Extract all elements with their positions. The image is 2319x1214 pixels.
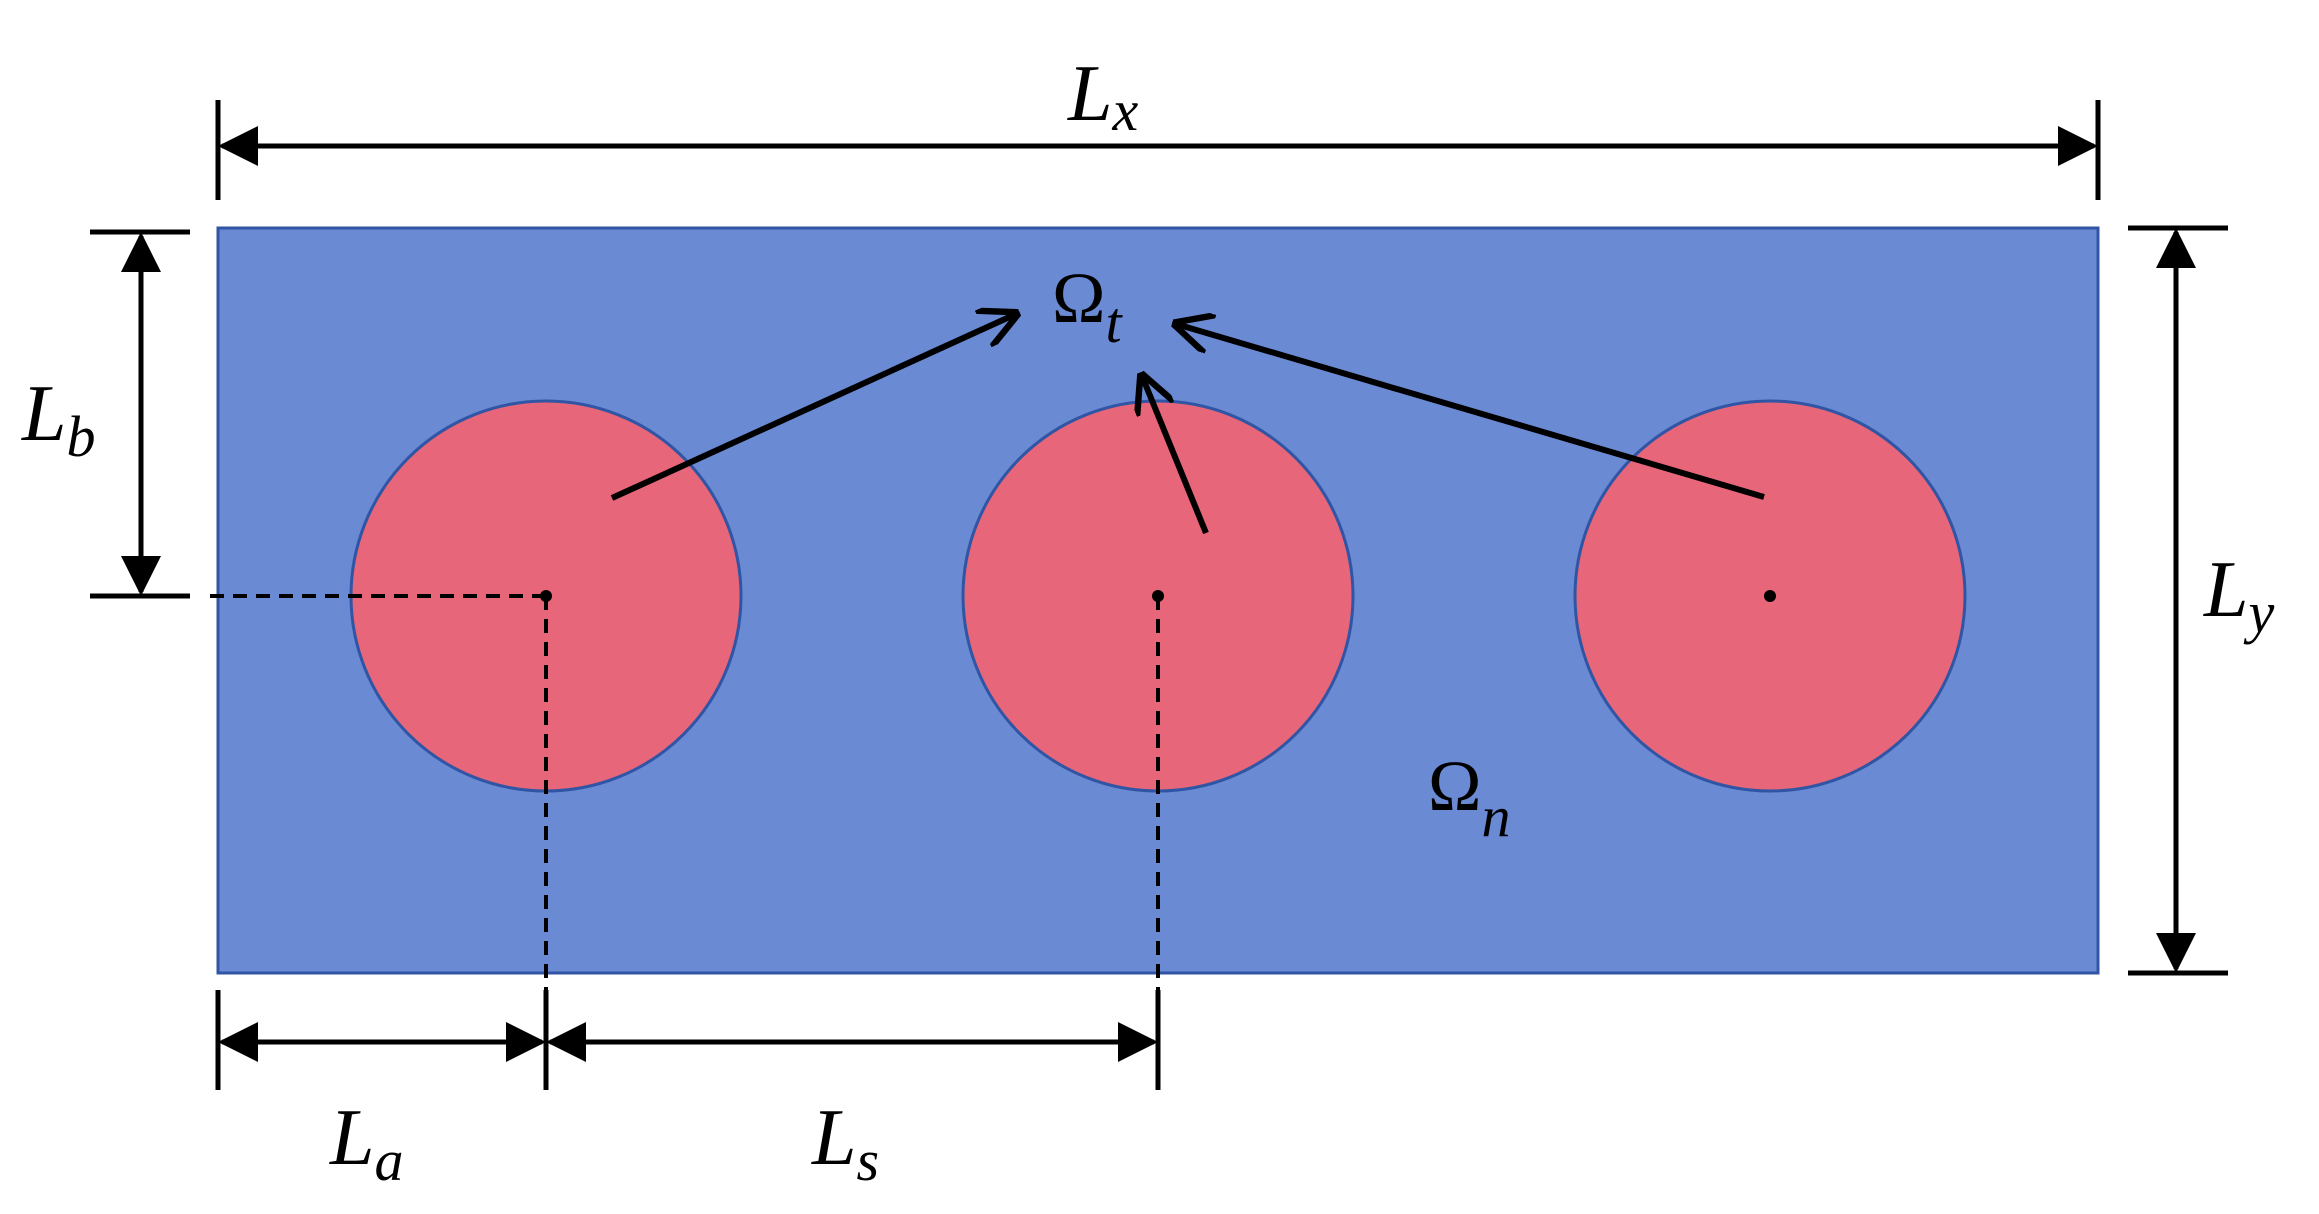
label-lb: Lb bbox=[21, 370, 96, 469]
label-ls: Ls bbox=[811, 1094, 879, 1193]
label-la: La bbox=[329, 1094, 404, 1193]
label-lx: Lx bbox=[1067, 50, 1139, 143]
pointer-arrow-3 bbox=[1176, 324, 1765, 500]
pointer-arrow-2 bbox=[1142, 376, 1209, 535]
label-omega-n: Ωn bbox=[1428, 746, 1511, 849]
label-omega-t: Ωt bbox=[1052, 258, 1124, 355]
inclusion-center-3 bbox=[1764, 590, 1776, 602]
label-ly: Ly bbox=[2203, 546, 2275, 645]
pointer-arrow-1 bbox=[610, 314, 1016, 501]
